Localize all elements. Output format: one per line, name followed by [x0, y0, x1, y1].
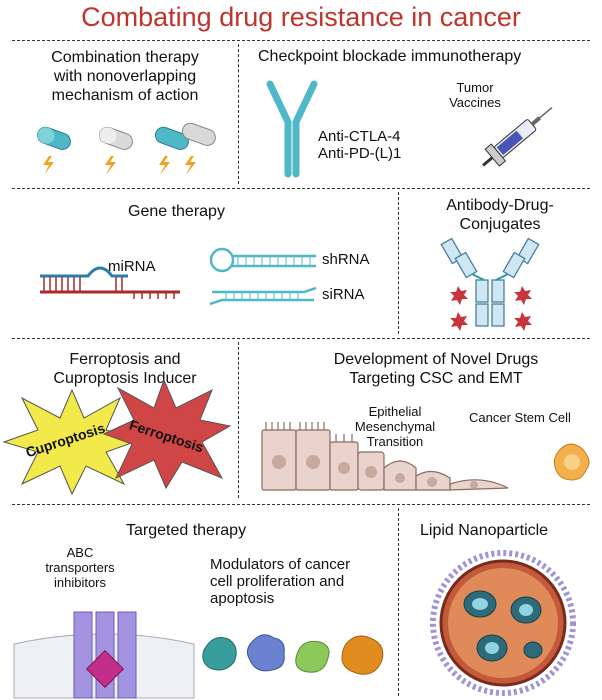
shrna-label: shRNA — [322, 251, 370, 268]
separator-1 — [12, 188, 590, 189]
sirna-label: siRNA — [322, 286, 365, 303]
modulator-cells-icon — [202, 634, 384, 675]
modulators-label: Modulators of cancer cell proliferation … — [210, 556, 351, 607]
ferro-heading: Ferroptosis and Cuproptosis Inducer — [53, 351, 197, 387]
antibody-label: Anti-CTLA-4 Anti-PD-(L)1 — [318, 128, 402, 162]
lipid-heading: Lipid Nanoparticle — [420, 522, 549, 539]
separator-row2 — [398, 192, 399, 334]
separator-2 — [12, 338, 590, 339]
sirna-icon — [209, 286, 317, 306]
separator-top — [12, 40, 590, 41]
emt-cells-icon — [261, 422, 509, 491]
lipid-nanoparticle-icon — [430, 550, 576, 696]
mirna-label: miRNA — [108, 258, 156, 275]
gene-heading: Gene therapy — [128, 203, 225, 220]
abc-label: ABC transporters inhibitors — [45, 545, 115, 590]
vaccine-label: Tumor Vaccines — [449, 80, 501, 110]
targeted-heading: Targeted therapy — [126, 522, 247, 539]
shrna-icon — [209, 247, 316, 273]
combination-heading: Combination therapy with nonoverlapping … — [51, 49, 199, 104]
separator-row4 — [398, 508, 399, 696]
checkpoint-heading: Checkpoint blockade immunotherapy — [258, 48, 522, 65]
adc-heading: Antibody-Drug- Conjugates — [446, 197, 554, 233]
page-title: Combating drug resistance in cancer — [81, 2, 521, 32]
separator-3 — [12, 504, 590, 505]
ferroptosis-burst-icon — [102, 378, 232, 490]
csc-label: Cancer Stem Cell — [469, 410, 571, 425]
antibody-icon — [266, 80, 318, 178]
separator-row3 — [238, 342, 239, 498]
abc-transporter-icon — [13, 611, 195, 699]
cuproptosis-burst-icon — [2, 388, 142, 496]
syringe-icon — [482, 106, 553, 167]
separator-row1 — [238, 44, 239, 184]
cancer-stem-cell-icon — [553, 443, 590, 481]
emt-label: Epithelial Mesenchymal Transition — [354, 404, 436, 449]
novel-heading: Development of Novel Drugs Targeting CSC… — [333, 351, 539, 387]
mirna-icon — [40, 266, 180, 299]
capsule-pills-icon — [36, 122, 216, 175]
antibody-drug-conjugate-icon — [440, 237, 540, 331]
